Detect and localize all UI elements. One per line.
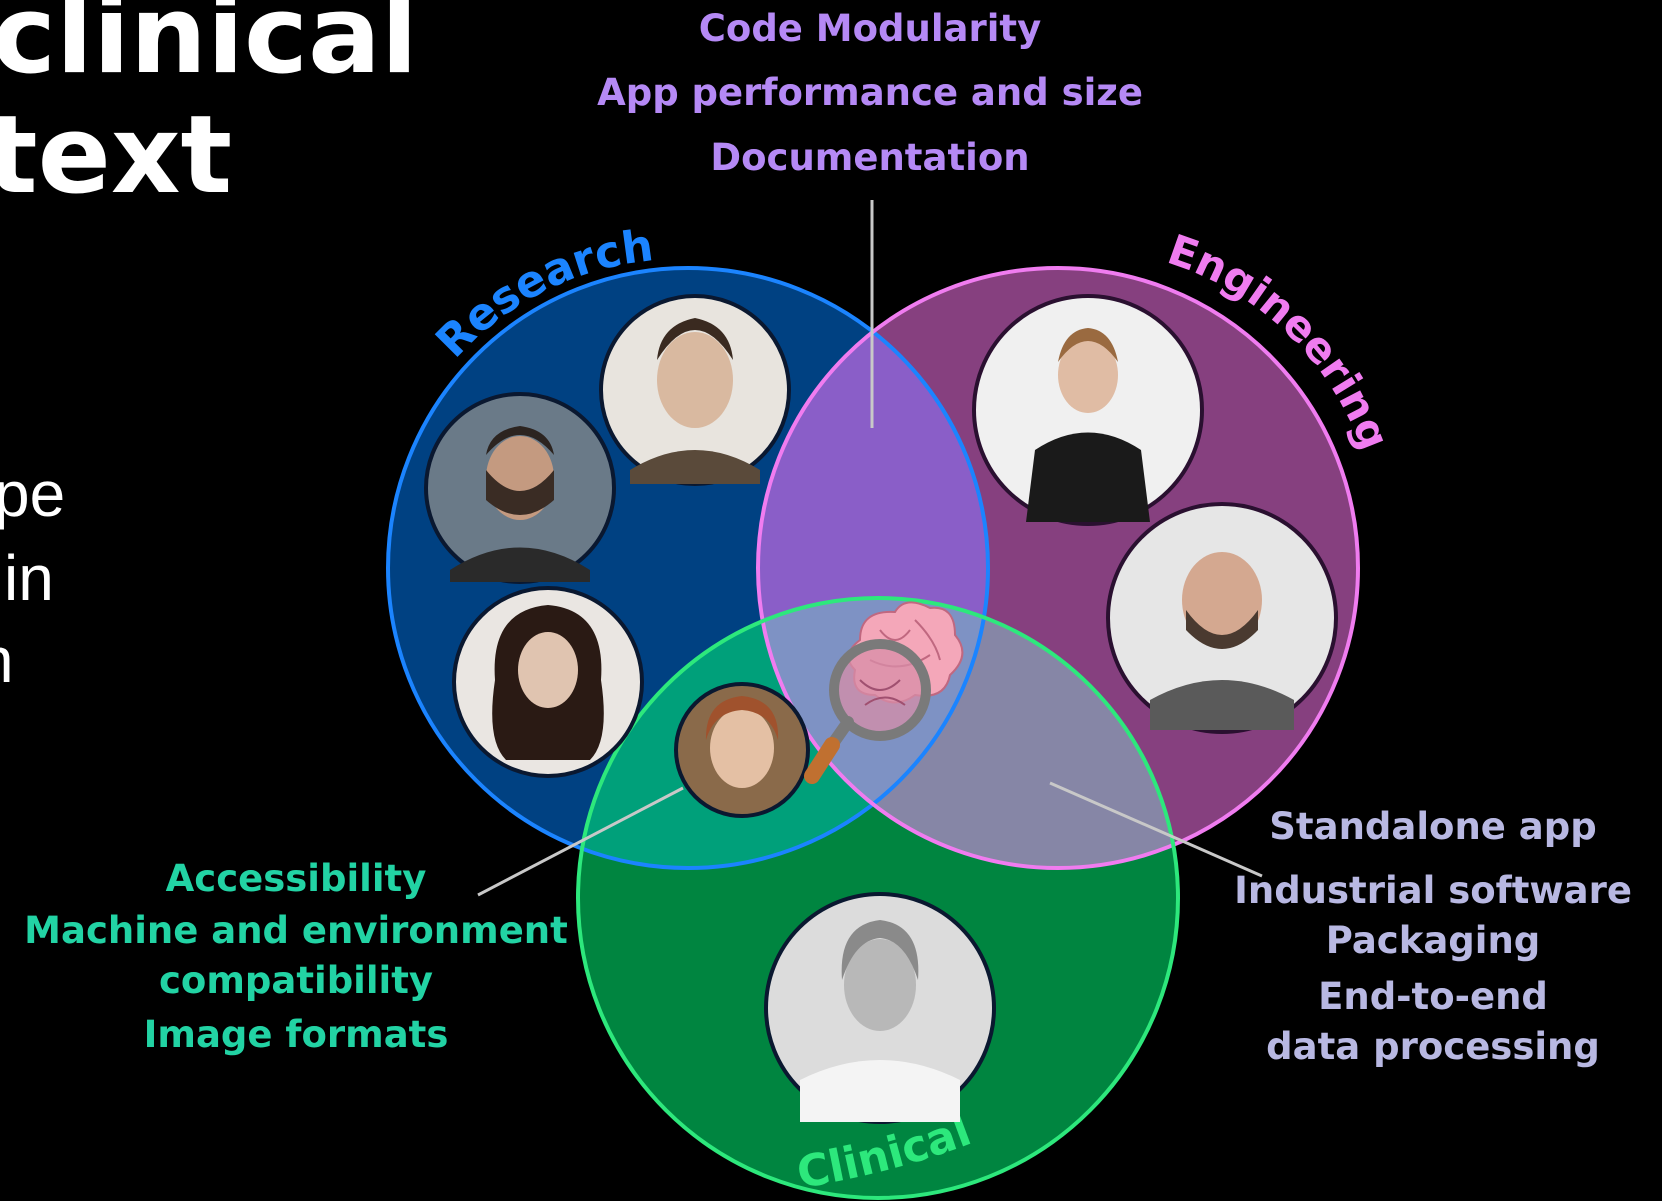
research-person-1-photo (599, 294, 791, 486)
clinical-overlap-person-photo (674, 682, 810, 818)
label-machine-environment: Machine and environment (24, 909, 568, 952)
research-person-2-photo (424, 392, 616, 584)
label-industrial-software: Industrial software (1234, 869, 1632, 912)
body-text-fragment-1: pe (0, 458, 66, 530)
clinical-person-photo (764, 892, 996, 1124)
slide-title-line-2: text (0, 93, 233, 218)
right-leader-line (1049, 781, 1263, 878)
label-standalone-app: Standalone app (1269, 805, 1597, 848)
left-leader-line (477, 786, 684, 897)
label-accessibility: Accessibility (165, 857, 427, 900)
label-compatibility: compatibility (158, 959, 434, 1002)
slide-title-line-1: clinical (0, 0, 418, 98)
label-documentation: Documentation (710, 136, 1030, 179)
body-text-fragment-2: in (4, 542, 54, 614)
label-end-to-end: End-to-end (1318, 975, 1548, 1018)
engineering-person-2-photo (1106, 502, 1338, 734)
body-text-fragment-3: n (0, 628, 14, 692)
label-app-performance: App performance and size (597, 71, 1143, 114)
engineering-clinical-overlap (758, 598, 1178, 868)
engineering-person-1-photo (972, 294, 1204, 526)
label-image-formats: Image formats (143, 1013, 449, 1056)
label-code-modularity: Code Modularity (698, 7, 1042, 50)
brain-magnifier-icon (804, 601, 964, 784)
label-packaging: Packaging (1325, 919, 1541, 962)
label-data-processing: data processing (1266, 1025, 1600, 1068)
research-person-3-photo (452, 586, 644, 778)
